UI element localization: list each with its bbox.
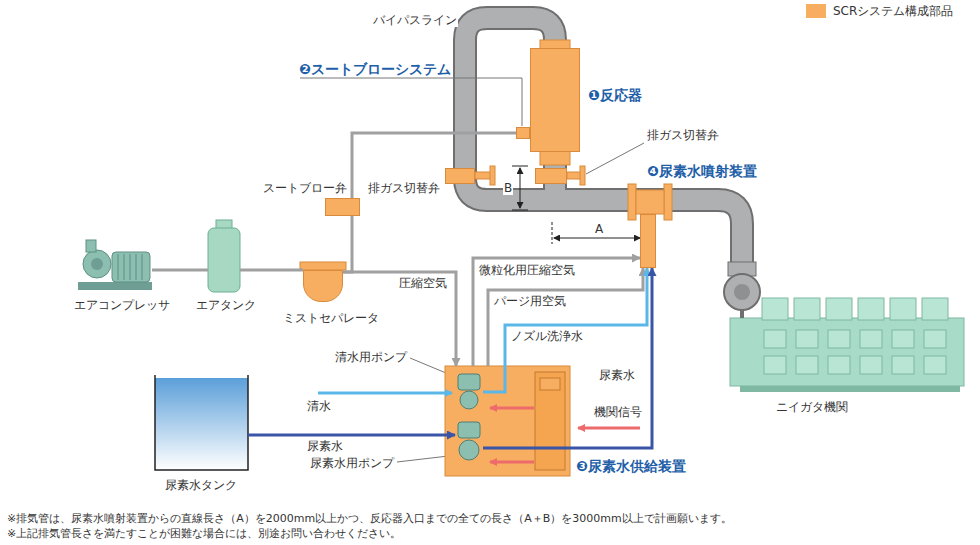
signal-label: 機関信号 [593, 405, 643, 419]
urea-injector: ❹尿素水噴射装置 [640, 214, 656, 268]
legend-text: SCRシステム構成部品 [832, 4, 954, 18]
node-label: ❷スートブローシステム [299, 61, 451, 77]
air-compressor: エアコンプレッサ [78, 238, 152, 292]
pump: 清水用ポンプ [455, 372, 483, 412]
edge-label: 尿素水 [598, 368, 636, 382]
node-label: ニイガタ機関 [776, 400, 848, 414]
mist-separator: ミストセパレータ [303, 270, 343, 302]
edge-label: 微粒化用圧縮空気 [478, 263, 576, 277]
exhaust-valve: 排ガス切替弁 [445, 168, 475, 184]
reactor: ❶反応器 [530, 48, 580, 152]
node-label: 尿素水タンク [165, 478, 237, 492]
urea-tank: 尿素水タンク [155, 375, 248, 470]
pipe-line [473, 258, 640, 366]
pipe-line [483, 268, 647, 392]
pipe-line [352, 133, 516, 198]
node-label: 尿素水用ポンプ [310, 456, 394, 470]
node-label: エアタンク [196, 298, 256, 312]
engine: ニイガタ機関 [728, 298, 964, 390]
pipe-line [343, 216, 352, 272]
node-label: エアコンプレッサ [74, 298, 170, 312]
pipe-line [483, 268, 652, 448]
edge-label: 圧縮空気 [398, 276, 448, 290]
pipe-line [152, 269, 208, 272]
exhaust-valve: 排ガス切替弁 [535, 168, 567, 184]
pump: 尿素水用ポンプ [455, 420, 483, 464]
soot-blow-valve: スートブロー弁 [325, 198, 360, 216]
note: ※排気管は、尿素水噴射装置からの直線長さ（A）を2000mm以上かつ、反応器入口… [6, 512, 733, 525]
node-label: 排ガス切替弁 [647, 128, 719, 142]
urea-supply-unit: ❸尿素水供給装置清水用ポンプ尿素水用ポンプ [445, 366, 570, 476]
bypass-label: バイパスライン [372, 13, 458, 27]
node-label: 排ガス切替弁 [368, 181, 440, 195]
node-label: 清水用ポンプ [335, 350, 407, 364]
node-label: ❸尿素水供給装置 [576, 458, 686, 474]
pipe-line [488, 268, 643, 366]
note: ※上記排気管長さを満たすことが困難な場合には、別途お問い合わせください。 [6, 527, 402, 540]
dimension-label: A [594, 222, 604, 236]
edge-label: パージ用空気 [493, 294, 567, 308]
node-label: スートブロー弁 [263, 181, 347, 195]
edge-label: 尿素水 [306, 439, 344, 453]
node-label: ❹尿素水噴射装置 [647, 163, 757, 179]
legend-swatch [806, 4, 826, 18]
soot-blow-nozzle: ❷スートブローシステム [516, 127, 530, 139]
node-label: ❶反応器 [588, 87, 642, 103]
edge-label: ノズル洗浄水 [510, 329, 584, 343]
dimension-label: B [503, 181, 513, 195]
node-label: ミストセパレータ [283, 311, 379, 325]
pipe-line [248, 434, 455, 437]
pipe-line [240, 269, 303, 272]
flow-label: 清水 [306, 399, 332, 413]
air-tank: エアタンク [208, 220, 240, 294]
